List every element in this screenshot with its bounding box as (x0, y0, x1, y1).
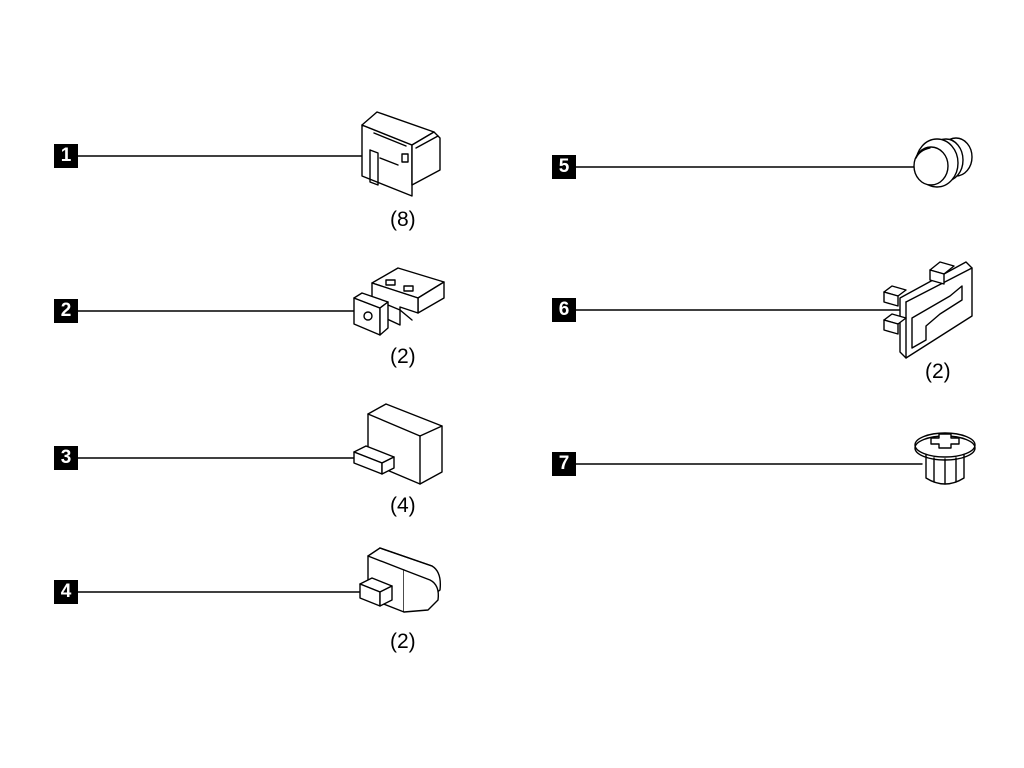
callout-number-4: 4 (54, 580, 78, 604)
quantity-label-2: (2) (390, 345, 416, 368)
quantity-label-6: (2) (925, 360, 951, 383)
quantity-label-3: (4) (390, 494, 416, 517)
callout-number-2: 2 (54, 299, 78, 323)
part-1-illustration (361, 111, 441, 197)
quantity-label-4: (2) (390, 630, 416, 653)
part-5-illustration (913, 137, 973, 188)
part-3-illustration (353, 403, 443, 485)
part-2-illustration (353, 267, 445, 336)
callout-number-1: 1 (54, 144, 78, 168)
callout-number-7: 7 (552, 452, 576, 476)
callout-number-3: 3 (54, 446, 78, 470)
callout-number-5: 5 (552, 155, 576, 179)
part-7-illustration (914, 432, 976, 485)
quantity-label-1: (8) (390, 208, 416, 231)
part-4-illustration (359, 547, 442, 613)
callout-number-6: 6 (552, 298, 576, 322)
part-6-illustration (883, 261, 973, 359)
